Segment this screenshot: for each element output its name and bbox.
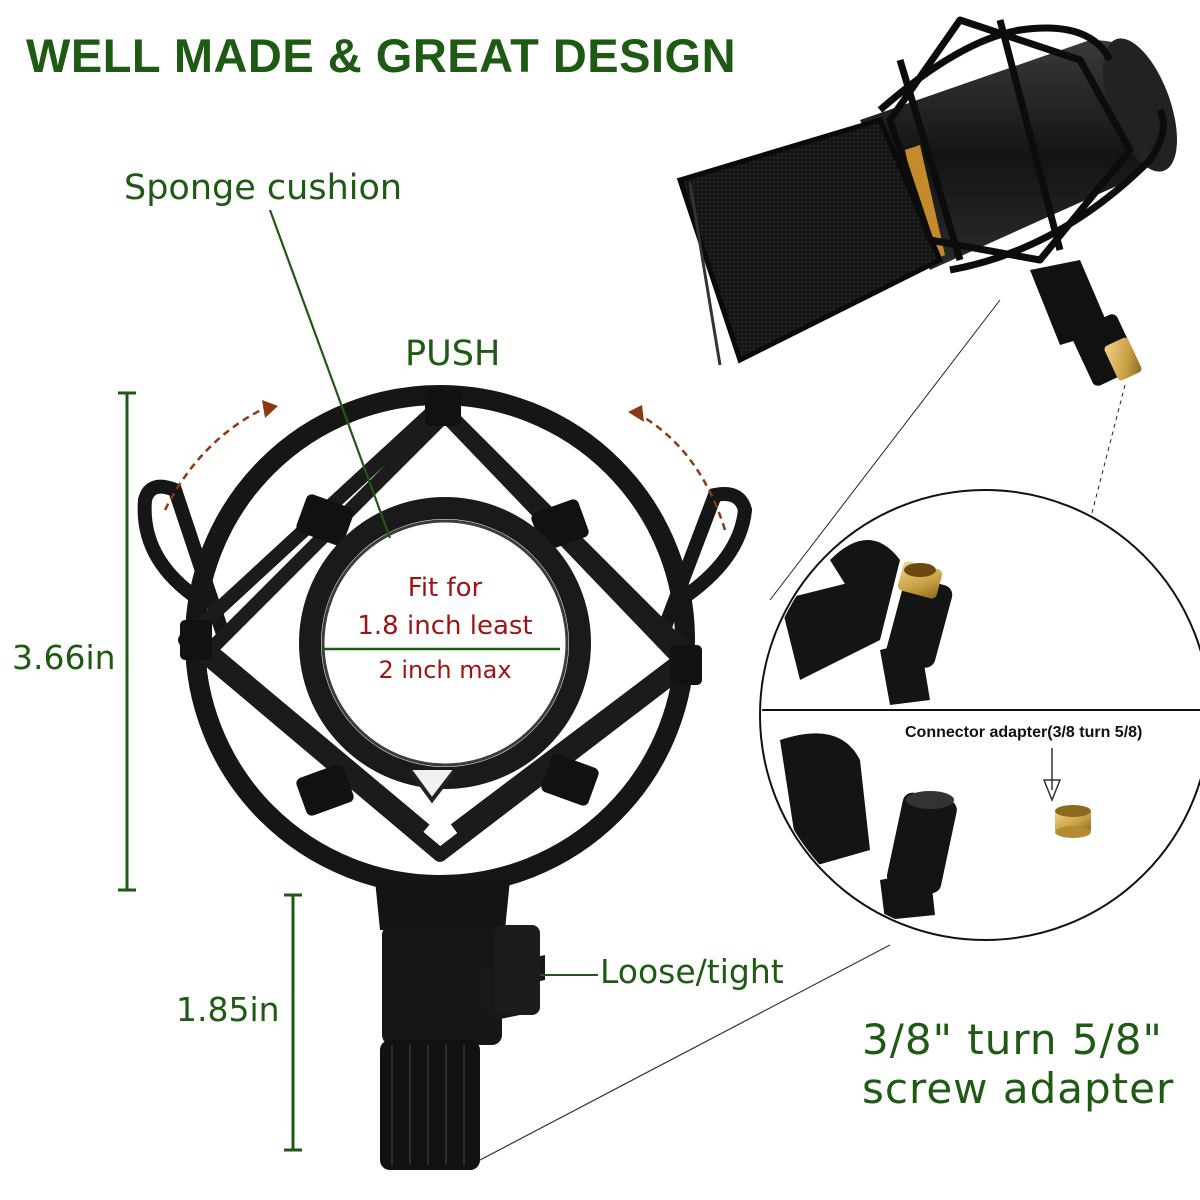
push-label: PUSH [405,334,501,374]
fit-min-label: 1.8 inch least [357,611,533,641]
dimension-bars [118,391,302,1152]
push-arrows [163,406,727,531]
height-upper-label: 3.66in [12,638,116,677]
adapter-title-line1: 3/8" turn 5/8" [862,1015,1163,1064]
fit-for-label: Fit for [407,573,483,603]
shock-mount-main [137,385,753,1170]
adapter-title-line2: screw adapter [862,1064,1175,1113]
connector-adapter-label: Connector adapter(3/8 turn 5/8) [905,724,1143,741]
fit-max-label: 2 inch max [378,656,512,684]
loose-tight-label: Loose/tight [600,952,784,991]
height-lower-label: 1.85in [176,990,280,1029]
page-title: WELL MADE & GREAT DESIGN [26,29,737,82]
adapter-detail-circle [759,489,1200,941]
sponge-cushion-label: Sponge cushion [124,168,403,208]
microphone-photo [676,16,1177,386]
